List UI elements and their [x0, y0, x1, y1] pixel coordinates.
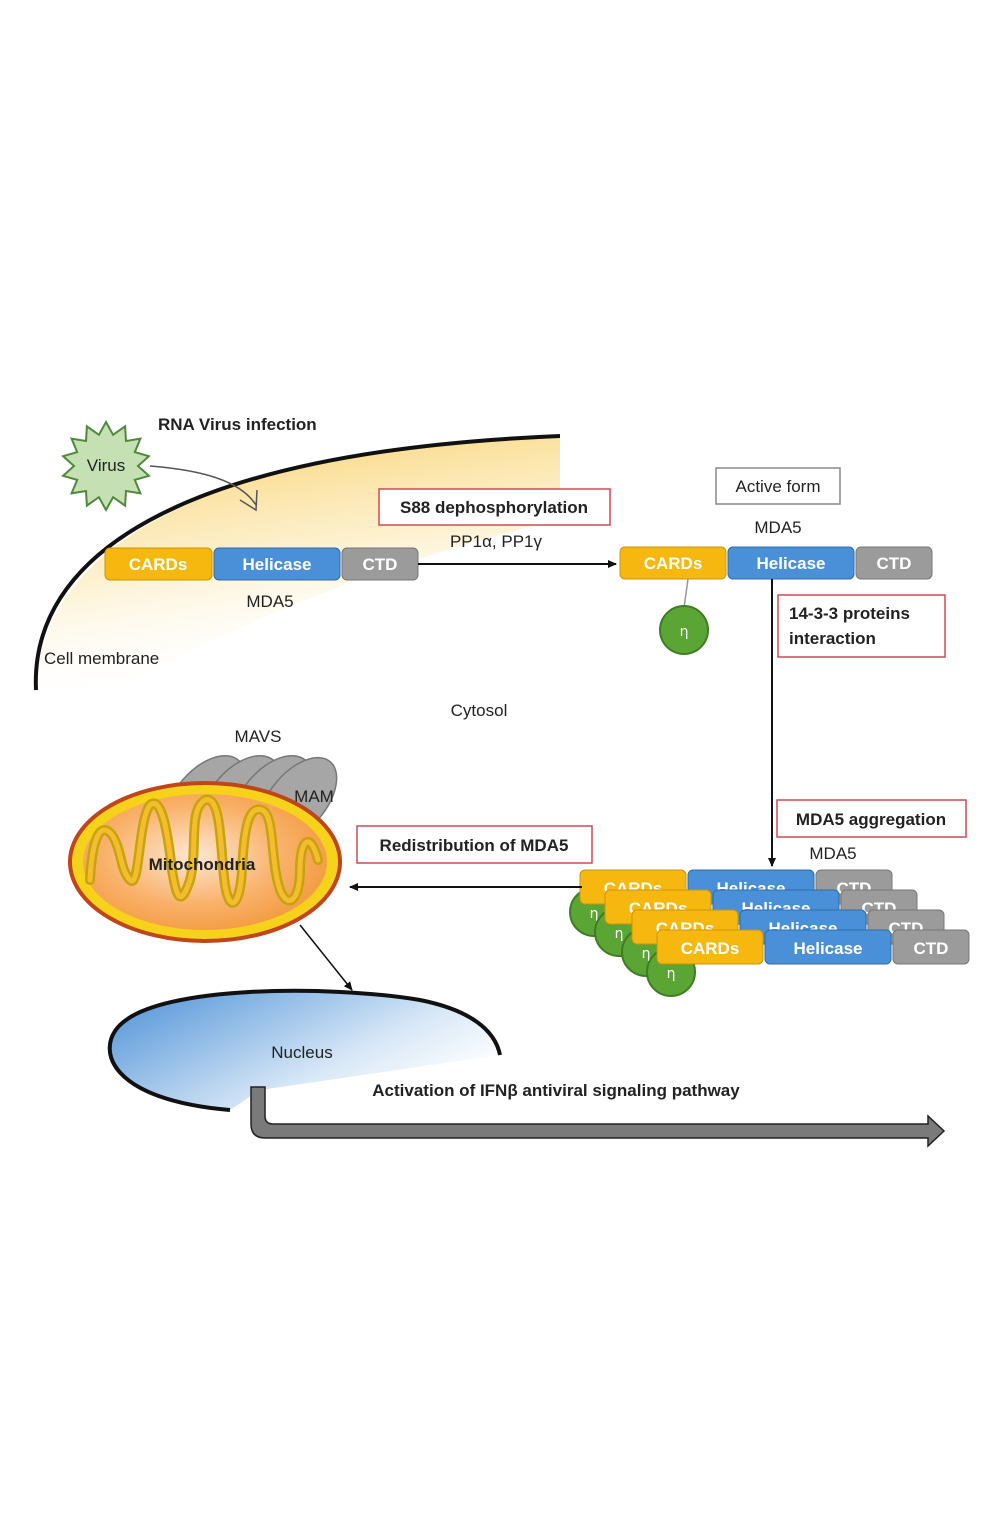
mda5-inactive-label: MDA5 [246, 592, 293, 611]
proteins-14-3-3-line2: interaction [789, 629, 876, 648]
ifn-pathway-label: Activation of IFNβ antiviral signaling p… [372, 1081, 740, 1100]
ctd-domain [855, 546, 933, 580]
ctd-label: CTD [914, 939, 949, 958]
redistribution-box [356, 825, 593, 864]
mitochondria-label: Mitochondria [149, 855, 256, 874]
s88-label: S88 dephosphorylation [400, 498, 588, 517]
mda5-inactive: CARDs Helicase CTD [104, 547, 419, 581]
infection-arrow [149, 465, 257, 506]
eta-label: η [667, 966, 676, 982]
nucleus-shading [109, 990, 501, 1110]
eta-label: η [642, 946, 651, 962]
mavs-label: MAVS [235, 727, 282, 746]
active-form-box [715, 467, 841, 505]
helicase-label: Helicase [243, 555, 312, 574]
aggregation-box [776, 799, 967, 838]
ifn-pathway-arrow [250, 1086, 946, 1148]
cell-membrane [33, 434, 561, 691]
title: RNA Virus infection [158, 415, 317, 434]
cards-domain [656, 929, 764, 965]
aggregation-label: MDA5 aggregation [796, 810, 946, 829]
redistribution-label: Redistribution of MDA5 [380, 836, 569, 855]
cards-domain [619, 546, 727, 580]
helicase-domain [764, 929, 892, 965]
cards-label: CARDs [129, 555, 188, 574]
cards-label: CARDs [644, 554, 703, 573]
helicase-label: Helicase [757, 554, 826, 573]
virus-icon: Virus [61, 419, 151, 513]
mam-label: MAM [294, 787, 334, 806]
mda5-active-label: MDA5 [754, 518, 801, 537]
proteins-14-3-3-line1: 14-3-3 proteins [789, 604, 910, 623]
eta-label: η [590, 906, 599, 922]
ctd-label: CTD [877, 554, 912, 573]
eta-protein-icon [659, 605, 709, 655]
nucleus-membrane [107, 988, 502, 1112]
cards-domain [104, 547, 213, 581]
active-form-label: Active form [735, 477, 820, 496]
helicase-domain [727, 546, 855, 580]
cards-label: CARDs [681, 939, 740, 958]
pp1-label: PP1α, PP1γ [450, 532, 543, 551]
helicase-label: Helicase [794, 939, 863, 958]
eta-label: η [615, 926, 624, 942]
cytosol-label: Cytosol [451, 701, 508, 720]
eta-linker [683, 578, 689, 609]
proteins-14-3-3-box [777, 594, 946, 658]
ctd-label: CTD [363, 555, 398, 574]
mda5-aggregate-label: MDA5 [809, 844, 856, 863]
helicase-domain [213, 547, 341, 581]
ctd-domain [892, 929, 970, 965]
nuclear-signal-arrow [299, 924, 353, 991]
s88-box [378, 488, 611, 526]
virus-label: Virus [87, 456, 125, 475]
eta-label: η [680, 624, 689, 640]
cell-membrane-label: Cell membrane [44, 649, 159, 668]
nucleus-label: Nucleus [271, 1043, 332, 1062]
mda5-active: CARDs Helicase CTD [619, 546, 933, 580]
mda5-molecule: η CARDs Helicase CTD [646, 929, 970, 997]
mitochondria-icon [68, 781, 342, 943]
infection-arrow-head-icon [239, 489, 258, 512]
